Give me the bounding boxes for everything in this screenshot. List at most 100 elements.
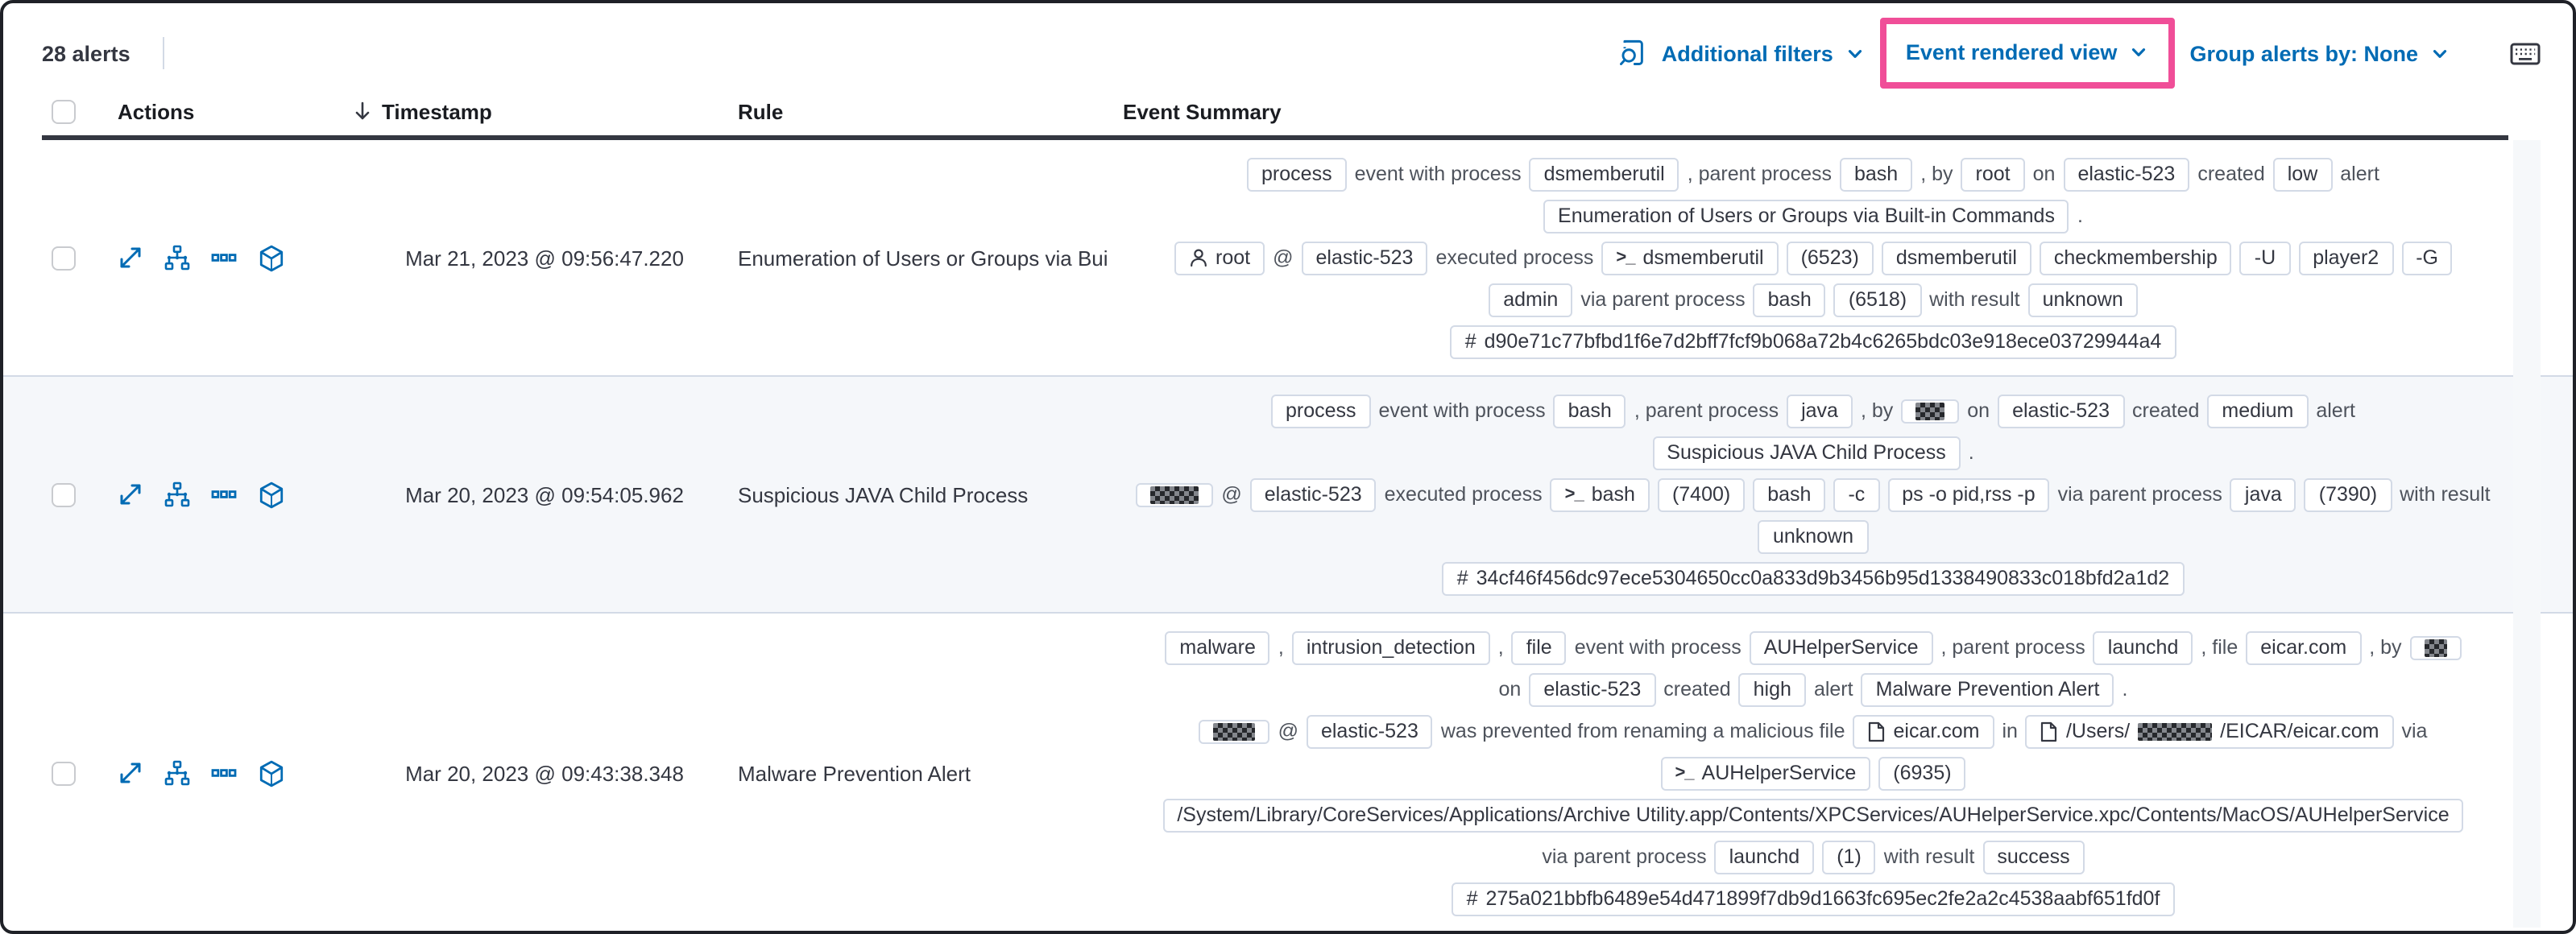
open-session-view-button[interactable] bbox=[258, 244, 285, 271]
summary-badge[interactable]: success bbox=[1982, 840, 2085, 874]
select-all-checkbox[interactable] bbox=[52, 99, 76, 123]
summary-text: created bbox=[2197, 163, 2265, 185]
summary-badge[interactable]: player2 bbox=[2298, 241, 2394, 275]
summary-badge[interactable]: Malware Prevention Alert bbox=[1861, 672, 2114, 706]
summary-text: alert bbox=[2340, 163, 2379, 185]
summary-badge[interactable]: high bbox=[1738, 672, 1806, 706]
summary-badge[interactable]: (7390) bbox=[2304, 477, 2392, 511]
summary-badge[interactable] bbox=[1901, 399, 1960, 423]
summary-badge[interactable]: medium bbox=[2207, 394, 2309, 428]
summary-badge[interactable]: process bbox=[1270, 394, 1371, 428]
summary-badge[interactable]: process bbox=[1247, 157, 1347, 191]
more-actions-button[interactable] bbox=[211, 760, 237, 786]
summary-badge[interactable]: unknown bbox=[2027, 283, 2138, 316]
analyze-event-button[interactable] bbox=[164, 481, 190, 507]
summary-badge[interactable]: eicar.com bbox=[2246, 630, 2362, 664]
group-alerts-by-label: Group alerts by: None bbox=[2189, 41, 2418, 65]
header-timestamp[interactable]: Timestamp bbox=[351, 99, 738, 123]
more-actions-button[interactable] bbox=[211, 481, 237, 507]
summary-badge[interactable]: bash bbox=[1553, 394, 1626, 428]
group-alerts-by-button[interactable]: Group alerts by: None bbox=[2185, 41, 2455, 65]
summary-line: #275a021bbfb6489e54d471899f7db9d1663fc69… bbox=[1118, 878, 2508, 920]
analyze-event-button[interactable] bbox=[164, 760, 190, 786]
summary-badge[interactable]: (6518) bbox=[1833, 283, 1922, 316]
analyze-event-button[interactable] bbox=[164, 245, 190, 271]
summary-badge[interactable]: low bbox=[2272, 157, 2333, 191]
inspect-button[interactable] bbox=[1618, 39, 1647, 68]
summary-badge[interactable]: elastic-523 bbox=[1529, 672, 1656, 706]
alert-rule: Malware Prevention Alert bbox=[738, 761, 971, 785]
summary-badge[interactable]: unknown bbox=[1758, 519, 1869, 553]
summary-badge[interactable]: dsmemberutil bbox=[1881, 241, 2031, 275]
view-selector-button[interactable]: Event rendered view bbox=[1901, 40, 2155, 64]
summary-badge[interactable]: admin bbox=[1489, 283, 1573, 316]
summary-badge[interactable]: bash bbox=[1840, 157, 1913, 191]
summary-text: in bbox=[2002, 720, 2018, 742]
summary-badge[interactable]: elastic-523 bbox=[2063, 157, 2190, 191]
row-checkbox[interactable] bbox=[52, 761, 76, 785]
open-session-view-button[interactable] bbox=[258, 759, 285, 787]
summary-badge[interactable]: java bbox=[1787, 394, 1853, 428]
summary-badge[interactable]: -c bbox=[1833, 477, 1880, 511]
summary-badge[interactable]: file bbox=[1511, 630, 1567, 664]
badge-text: Enumeration of Users or Groups via Built… bbox=[1558, 204, 2055, 226]
summary-badge[interactable]: malware bbox=[1165, 630, 1270, 664]
summary-badge[interactable]: root bbox=[1961, 157, 2025, 191]
summary-badge[interactable]: launchd bbox=[2093, 630, 2193, 664]
summary-badge[interactable]: elastic-523 bbox=[1306, 714, 1433, 748]
keyboard-shortcuts-button[interactable] bbox=[2510, 41, 2541, 65]
summary-badge[interactable]: #34cf46f456dc97ece5304650cc0a833d9b3456b… bbox=[1442, 561, 2185, 595]
summary-badge[interactable] bbox=[2409, 635, 2462, 659]
redacted-text bbox=[1915, 402, 1945, 419]
row-actions bbox=[116, 759, 351, 787]
summary-text: on bbox=[2032, 163, 2056, 185]
summary-badge[interactable]: /Users//EICAR/eicar.com bbox=[2025, 714, 2394, 748]
more-actions-button[interactable] bbox=[211, 245, 237, 271]
summary-badge[interactable]: (1) bbox=[1822, 840, 1876, 874]
summary-badge[interactable]: (7400) bbox=[1657, 477, 1746, 511]
expand-alert-button[interactable] bbox=[118, 481, 143, 507]
badge-text: launchd bbox=[2107, 635, 2179, 658]
additional-filters-button[interactable]: Additional filters bbox=[1657, 41, 1870, 65]
summary-badge[interactable]: >_bash bbox=[1550, 477, 1650, 511]
summary-badge[interactable]: Enumeration of Users or Groups via Built… bbox=[1543, 199, 2069, 233]
summary-badge[interactable]: bash bbox=[1753, 477, 1826, 511]
summary-badge[interactable]: root bbox=[1174, 241, 1265, 275]
row-checkbox[interactable] bbox=[52, 246, 76, 270]
summary-badge[interactable]: Suspicious JAVA Child Process bbox=[1652, 436, 1961, 469]
summary-badge[interactable]: >_AUHelperService bbox=[1660, 756, 1871, 790]
summary-badge[interactable]: -G bbox=[2401, 241, 2453, 275]
summary-badge[interactable]: checkmembership bbox=[2039, 241, 2232, 275]
summary-badge[interactable]: (6935) bbox=[1878, 756, 1966, 790]
summary-badge[interactable]: (6523) bbox=[1786, 241, 1874, 275]
summary-badge[interactable]: launchd bbox=[1714, 840, 1815, 874]
summary-badge[interactable]: eicar.com bbox=[1853, 714, 1994, 748]
summary-badge[interactable]: >_dsmemberutil bbox=[1601, 241, 1779, 275]
summary-badge[interactable]: dsmemberutil bbox=[1529, 157, 1679, 191]
summary-badge[interactable]: AUHelperService bbox=[1749, 630, 1933, 664]
row-checkbox[interactable] bbox=[52, 482, 76, 506]
summary-badge[interactable]: /System/Library/CoreServices/Application… bbox=[1162, 798, 2464, 832]
summary-badge[interactable]: intrusion_detection bbox=[1291, 630, 1490, 664]
summary-badge[interactable]: java bbox=[2230, 477, 2296, 511]
summary-text: , by bbox=[1920, 163, 1953, 185]
summary-badge[interactable]: #275a021bbfb6489e54d471899f7db9d1663fc69… bbox=[1452, 882, 2175, 915]
summary-badge[interactable]: elastic-523 bbox=[1998, 394, 2124, 428]
summary-badge[interactable]: -U bbox=[2239, 241, 2291, 275]
summary-badge[interactable]: elastic-523 bbox=[1249, 477, 1377, 511]
open-session-view-button[interactable] bbox=[258, 481, 285, 508]
summary-badge[interactable]: #d90e71c77bfbd1f6e7d2bff7fcf9b068a72b4c6… bbox=[1450, 324, 2176, 358]
expand-alert-button[interactable] bbox=[118, 760, 143, 786]
keyboard-icon bbox=[2510, 42, 2541, 64]
vertical-scrollbar[interactable] bbox=[2513, 140, 2541, 928]
summary-text: , by bbox=[1860, 399, 1894, 422]
summary-badge[interactable]: ps -o pid,rss -p bbox=[1887, 477, 2050, 511]
badge-text: intrusion_detection bbox=[1306, 635, 1476, 658]
summary-badge[interactable] bbox=[1199, 719, 1270, 743]
summary-badge[interactable]: elastic-523 bbox=[1301, 241, 1428, 275]
summary-badge[interactable] bbox=[1136, 482, 1214, 506]
expand-alert-button[interactable] bbox=[118, 245, 143, 271]
summary-badge[interactable]: bash bbox=[1753, 283, 1826, 316]
